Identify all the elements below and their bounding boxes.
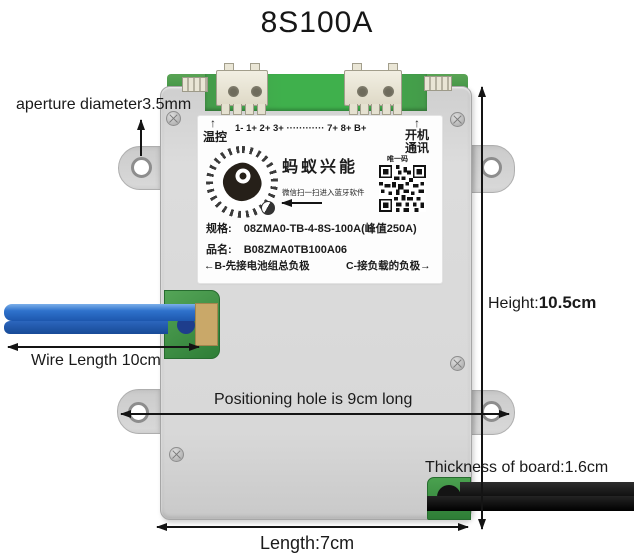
wechat-scan-note: 微信扫一扫进入蓝牙软件 <box>282 188 365 197</box>
thickness-label: Thickness of board:1.6cm <box>425 459 609 476</box>
length-label: Length:7cm <box>260 533 355 553</box>
wire-length-label: Wire Length 10cm <box>31 352 161 369</box>
up-arrow-icon: ↑ <box>210 116 216 130</box>
qr-caption: 唯一码 <box>387 156 408 163</box>
blue-wire-bottom <box>4 321 168 334</box>
screw-icon <box>166 111 181 126</box>
positioning-hole-label: Positioning hole is 9cm long <box>214 391 413 408</box>
aux-connector-right <box>424 76 452 91</box>
b-minus-note: ←B-先接电池组总负极 <box>204 260 310 272</box>
up-arrow-icon: ↑ <box>414 116 420 130</box>
screw-icon <box>169 447 184 462</box>
product-name-value: B08ZMA0TB100A06 <box>243 244 348 256</box>
height-value: 10.5cm <box>538 293 597 312</box>
mounting-tab-top-right <box>470 145 515 193</box>
blue-wire-top <box>4 304 198 321</box>
product-name-label: 品名: <box>206 244 232 256</box>
logo-seal <box>261 201 275 215</box>
temp-sensor-label: 温控 <box>203 130 228 144</box>
power-comm-label-1: 开机 <box>405 128 430 142</box>
spec-label: 规格: <box>206 223 232 235</box>
solder-pad <box>195 303 218 346</box>
screw-icon <box>450 356 465 371</box>
logo-swirl <box>218 158 266 206</box>
product-label: ↑ 温控 1- 1+ 2+ 3+ ············ 7+ 8+ B+ ↑… <box>198 116 442 283</box>
height-label: Height:10.5cm <box>488 293 596 313</box>
c-minus-note: C-接负载的负极→ <box>346 260 431 272</box>
aperture-annotation: aperture diameter3.5mm <box>16 96 192 113</box>
height-text: Height: <box>488 295 539 312</box>
spec-value: 08ZMA0-TB-4-8S-100A(峰值250A) <box>243 223 417 235</box>
aperture-arrow <box>136 119 145 156</box>
mounting-hole <box>131 157 152 178</box>
power-comm-label-2: 通讯 <box>405 141 430 155</box>
wechat-arrow-icon <box>281 198 322 207</box>
page-title: 8S100A <box>260 6 374 39</box>
brand-name: 蚂蚁兴能 <box>282 159 359 176</box>
length-arrow <box>156 522 469 531</box>
pin-labels: 1- 1+ 2+ 3+ ············ 7+ 8+ B+ <box>235 123 367 134</box>
positioning-hole-arrow <box>120 409 510 418</box>
screw-icon <box>450 112 465 127</box>
qr-code <box>379 165 426 212</box>
black-wire-top <box>460 482 634 497</box>
spec-row: 规格: 08ZMA0-TB-4-8S-100A(峰值250A) <box>206 220 417 236</box>
black-wire-bottom <box>427 496 634 511</box>
wire-length-arrow <box>7 342 200 351</box>
mounting-tab-mid-right <box>470 390 515 435</box>
product-name-row: 品名: B08ZMA0TB100A06 <box>206 241 347 257</box>
height-arrow <box>477 86 486 530</box>
mounting-hole <box>481 157 502 178</box>
mounting-tab-mid-left <box>117 389 164 434</box>
brand-logo <box>206 146 278 218</box>
aux-connector-left <box>182 77 208 92</box>
